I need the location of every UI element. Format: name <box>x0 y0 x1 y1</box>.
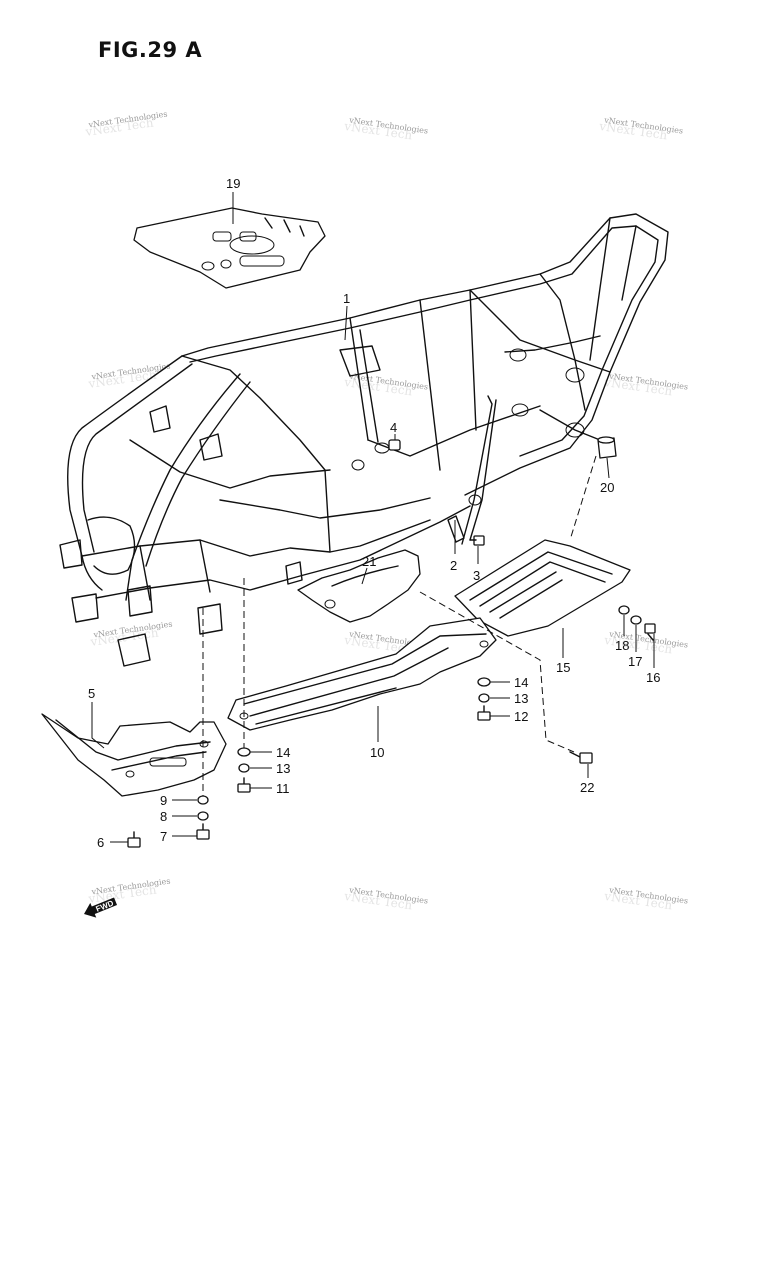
part-20-bushing[interactable] <box>597 436 617 459</box>
callout-2: 2 <box>450 558 457 573</box>
watermark: vNext Tech vNext Technologies <box>602 371 688 398</box>
callout-9: 9 <box>160 793 167 808</box>
part-22-bolt[interactable] <box>569 751 593 764</box>
part-8-washer[interactable] <box>197 811 209 821</box>
part-19-cover-plate[interactable] <box>133 207 326 289</box>
callout-7: 7 <box>160 829 167 844</box>
watermark: vNext Tech vNext Technologies <box>342 115 428 142</box>
part-14-washer-right[interactable] <box>477 677 491 687</box>
figure-title: FIG.29 A <box>98 38 203 62</box>
part-13-washer-center[interactable] <box>238 763 250 773</box>
part-15-footrest-plate[interactable] <box>454 539 631 637</box>
callout-12: 12 <box>514 709 528 724</box>
part-18-washer[interactable] <box>618 605 630 615</box>
callout-14-center: 14 <box>276 745 290 760</box>
callout-16: 16 <box>646 670 660 685</box>
callout-11: 11 <box>276 781 290 796</box>
part-3-bolt[interactable] <box>469 535 485 546</box>
leader-lines <box>91 192 655 843</box>
callout-21: 21 <box>362 554 376 569</box>
watermark: vNext Tech vNext Technologies <box>87 876 171 906</box>
part-16-bolt[interactable] <box>644 623 656 641</box>
callout-3: 3 <box>473 568 480 583</box>
callout-13-center: 13 <box>276 761 290 776</box>
callouts: 19 1 4 2 3 20 21 15 18 17 16 10 5 14 13 … <box>88 176 660 850</box>
callout-20: 20 <box>600 480 614 495</box>
callout-5: 5 <box>88 686 95 701</box>
watermark: vNext Tech vNext Technologies <box>89 619 173 649</box>
watermark: vNext Tech vNext Technologies <box>87 361 171 391</box>
callout-13-right: 13 <box>514 691 528 706</box>
part-2-stay[interactable] <box>447 515 465 543</box>
part-6-bolt[interactable] <box>127 831 141 848</box>
watermark: vNext Tech vNext Technologies <box>84 109 168 139</box>
part-7-bolt[interactable] <box>196 823 210 840</box>
part-21-heat-shield[interactable] <box>297 549 421 623</box>
callout-17: 17 <box>628 654 642 669</box>
watermark: vNext Tech vNext Technologies <box>597 115 683 142</box>
callout-15: 15 <box>556 660 570 675</box>
part-4-clip[interactable] <box>388 439 401 451</box>
part-14-washer-center[interactable] <box>237 747 251 757</box>
callout-8: 8 <box>160 809 167 824</box>
watermark: vNext Tech vNext Technologies <box>602 885 688 912</box>
part-13-washer-right[interactable] <box>478 693 490 703</box>
callout-18: 18 <box>615 638 629 653</box>
part-17-washer[interactable] <box>630 615 642 625</box>
part-5-front-skid-plate[interactable] <box>41 713 227 797</box>
callout-22: 22 <box>580 780 594 795</box>
callout-10: 10 <box>370 745 384 760</box>
callout-6: 6 <box>97 835 104 850</box>
part-11-bolt-center[interactable] <box>237 777 251 793</box>
part-12-bolt-right[interactable] <box>477 705 491 721</box>
watermark: vNext Tech vNext Technologies <box>342 885 428 912</box>
callout-4: 4 <box>390 420 397 435</box>
part-9-washer[interactable] <box>197 795 209 805</box>
callout-14-right: 14 <box>514 675 528 690</box>
callout-19: 19 <box>226 176 240 191</box>
callout-1: 1 <box>343 291 350 306</box>
